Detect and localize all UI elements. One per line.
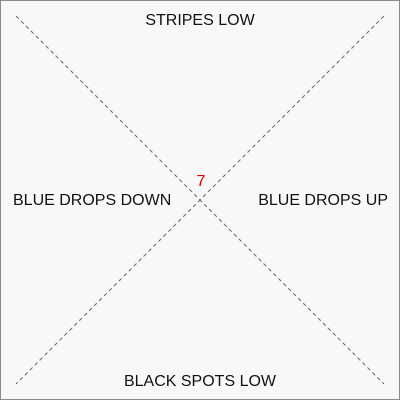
center-counter: 7 xyxy=(196,173,206,190)
option-top-label[interactable]: STRIPES LOW xyxy=(145,12,255,29)
option-left-label[interactable]: BLUE DROPS DOWN xyxy=(13,192,172,209)
option-right-label[interactable]: BLUE DROPS UP xyxy=(258,192,388,209)
option-bottom-label[interactable]: BLACK SPOTS LOW xyxy=(123,373,277,390)
diagonal-line-ascending xyxy=(15,15,385,385)
